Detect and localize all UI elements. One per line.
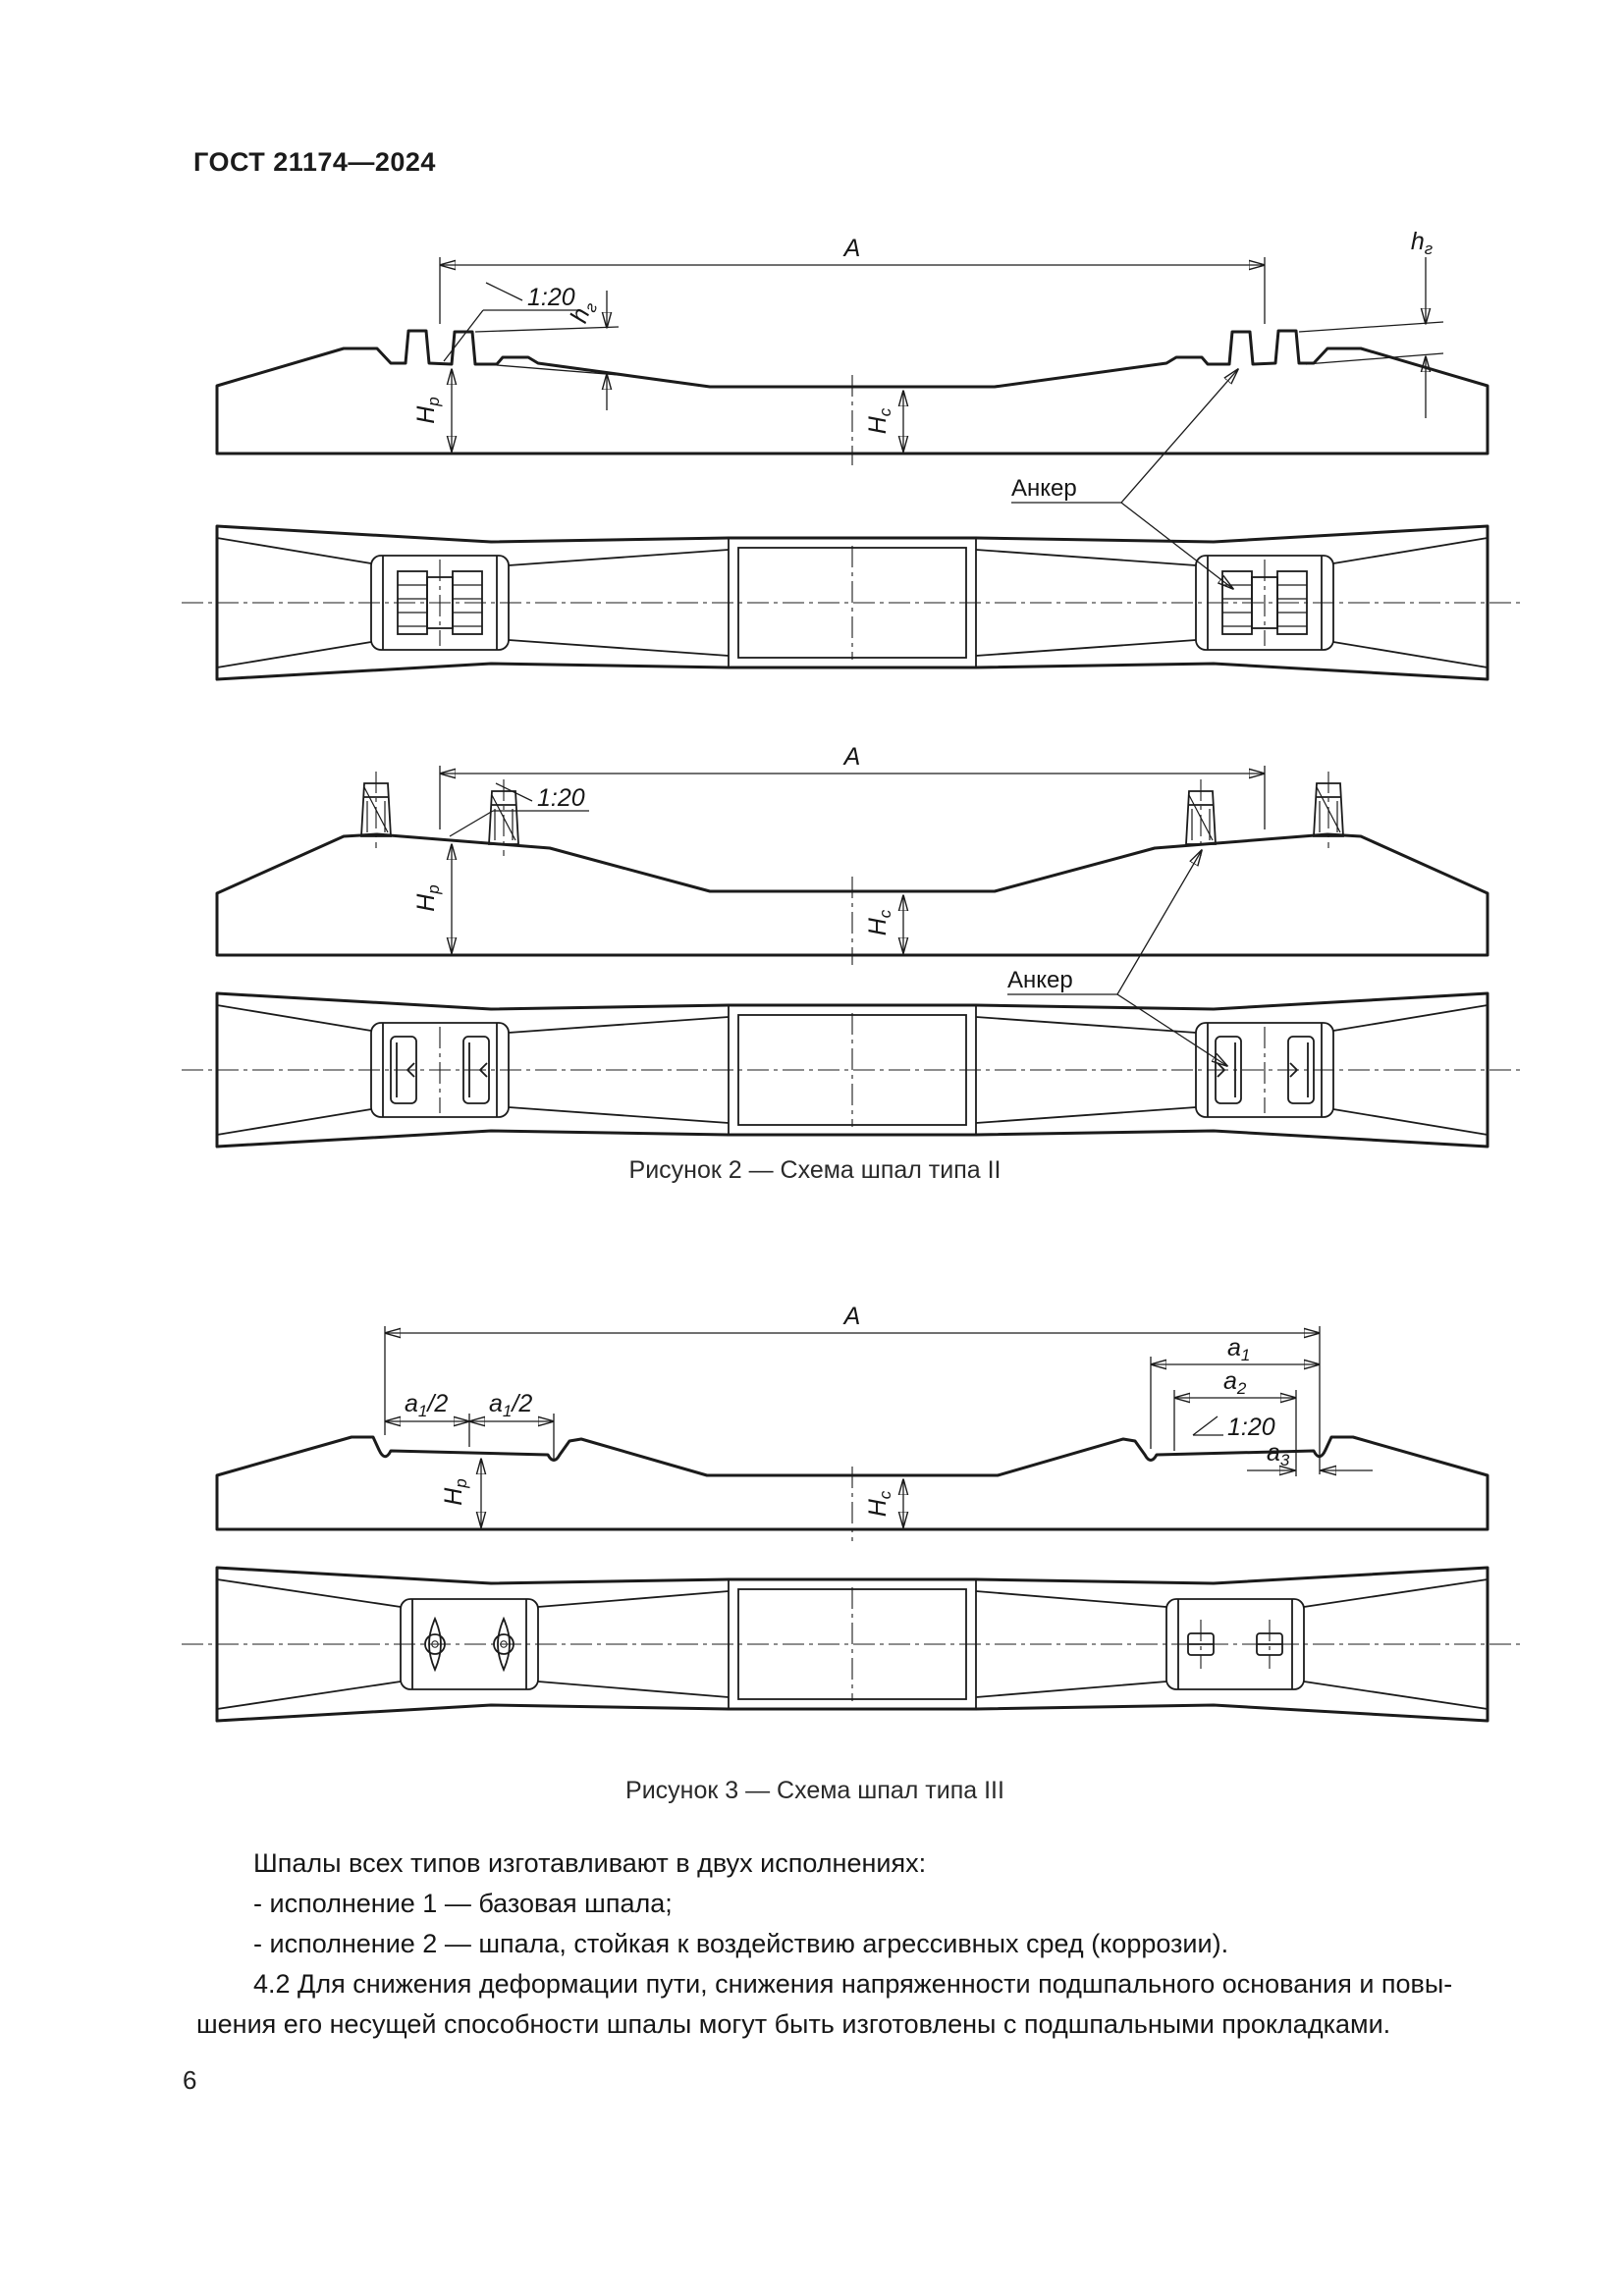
dim-label-hг-right: hг <box>1411 228 1433 258</box>
anchor-callout-label: Анкер <box>1011 475 1077 502</box>
screw-anchor <box>360 772 392 848</box>
dim-label-Hp: Hр <box>440 1478 470 1506</box>
body-paragraph-line: шения его несущей способности шпалы могу… <box>196 2009 1391 2039</box>
fig3-side-view: A a1/2 a1/2 a1 a2 <box>215 1303 1489 1541</box>
dim-label-A: A <box>842 1303 861 1330</box>
fig2-plan-view-variant2 <box>182 991 1520 1148</box>
body-paragraph-line: 4.2 Для снижения деформации пути, снижен… <box>253 1969 1453 1999</box>
dim-label-A: A <box>842 743 861 771</box>
screw-anchor <box>488 779 519 856</box>
dim-label-Hc: Hс <box>864 1490 894 1517</box>
document-header: ГОСТ 21174—2024 <box>193 147 436 177</box>
slope-label: 1:20 <box>537 784 585 812</box>
body-paragraph-line: - исполнение 2 — шпала, стойкая к воздей… <box>253 1929 1229 1958</box>
slope-label: 1:20 <box>1227 1414 1275 1441</box>
dim-label-a1: a1 <box>1227 1334 1250 1364</box>
fig2-side-view-variant1: A 1:20 hг hг Hр <box>215 228 1489 589</box>
fig2-side-view-variant2: A 1:20 Hр Hс Анкер <box>215 743 1489 1066</box>
page-number: 6 <box>183 2065 197 2095</box>
screw-anchor <box>1185 779 1217 856</box>
dim-label-A: A <box>842 235 861 262</box>
slope-label: 1:20 <box>527 284 575 311</box>
screw-anchor <box>1313 772 1344 848</box>
figure3-caption: Рисунок 3 — Схема шпал типа III <box>625 1777 1004 1804</box>
figure2-caption: Рисунок 2 — Схема шпал типа II <box>628 1156 1001 1184</box>
body-text: Шпалы всех типов изготавливают в двух ис… <box>196 1843 1502 2045</box>
fig3-plan-view <box>182 1566 1520 1723</box>
dim-label-a3: a3 <box>1267 1439 1290 1469</box>
body-paragraph-line: - исполнение 1 — базовая шпала; <box>253 1889 673 1918</box>
dim-label-a1-half: a1/2 <box>405 1390 448 1420</box>
dim-label-Hc: Hс <box>864 407 894 434</box>
dim-label-Hp: Hр <box>412 884 443 912</box>
dim-label-a2: a2 <box>1223 1367 1247 1398</box>
anchor-callout-label: Анкер <box>1007 967 1073 993</box>
fig2-plan-view-variant1 <box>182 524 1520 681</box>
dim-label-Hp: Hр <box>412 397 443 424</box>
dim-label-a1-half: a1/2 <box>489 1390 532 1420</box>
body-paragraph-line: Шпалы всех типов изготавливают в двух ис… <box>253 1848 927 1878</box>
dim-label-Hc: Hс <box>864 909 894 935</box>
